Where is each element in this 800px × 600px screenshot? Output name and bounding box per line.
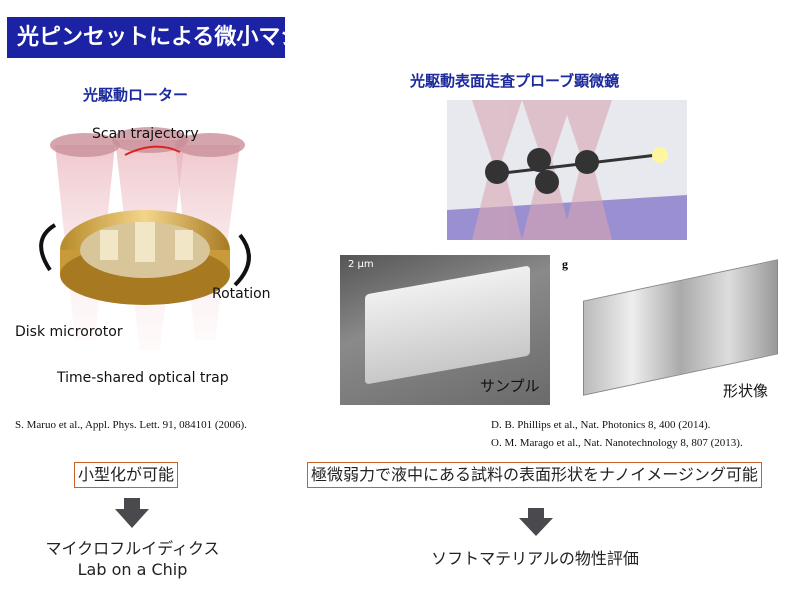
probe-figure [447, 100, 687, 240]
right-result: ソフトマテリアルの物性評価 [431, 549, 639, 568]
scan-trajectory-label: Scan trajectory [92, 126, 199, 142]
rotation-label: Rotation [212, 286, 271, 302]
right-highlight-box: 極微弱力で液中にある試料の表面形状をナノイメージング可能 [307, 462, 762, 488]
scale-bar-label: 2 μm [348, 259, 374, 270]
shape-image: g 形状像 [558, 255, 788, 405]
shape-label: 形状像 [723, 382, 769, 400]
rotation-arrow-icon [233, 233, 251, 287]
rotor-figure [39, 127, 251, 350]
down-arrow-icon [519, 508, 553, 536]
light-spot [652, 147, 668, 163]
left-reference: S. Maruo et al., Appl. Phys. Lett. 91, 0… [15, 419, 247, 431]
sem-image: 2 μm サンプル [340, 255, 550, 405]
sample-label: サンプル [480, 377, 540, 395]
trap-label: Time-shared optical trap [57, 370, 229, 386]
left-highlight-box: 小型化が可能 [74, 462, 179, 488]
right-reference-1: D. B. Phillips et al., Nat. Photonics 8,… [491, 419, 711, 431]
left-result-1: マイクロフルイディクス [45, 539, 220, 558]
down-arrow-icon [115, 498, 149, 528]
slide-title: 光ピンセットによる微小マシンの駆動 [7, 17, 390, 58]
disk-label: Disk microrotor [15, 324, 123, 340]
left-heading: 光駆動ローター [83, 86, 189, 104]
scan-arrow-icon [124, 145, 181, 156]
right-heading: 光駆動表面走査プローブ顕微鏡 [410, 72, 620, 90]
panel-letter: g [562, 257, 568, 271]
rotation-arrow-icon [39, 223, 57, 272]
right-reference-2: O. M. Marago et al., Nat. Nanotechnology… [491, 437, 743, 449]
left-result-2: Lab on a Chip [77, 560, 188, 579]
